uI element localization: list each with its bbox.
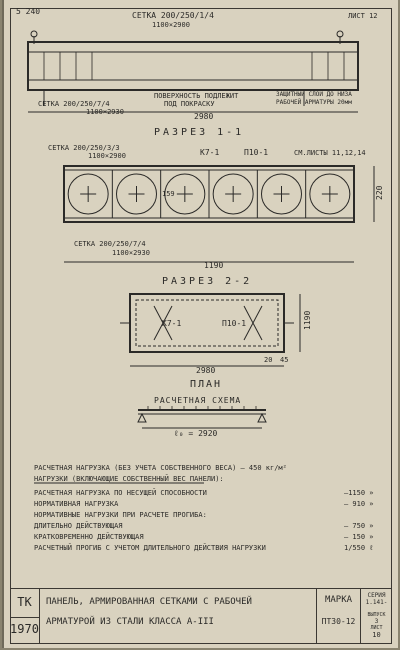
section1-width: 1190 <box>204 261 223 270</box>
section2-drawing <box>120 293 301 367</box>
marka-cell: МАРКА ПТ30-12 <box>316 589 360 643</box>
calc-scheme <box>137 406 267 429</box>
void-circle <box>67 173 109 215</box>
issue-label: ВЫПУСК <box>367 612 386 618</box>
section2-title: РАЗРЕЗ 2-2 <box>162 276 252 287</box>
load-row-label: НОРМАТИВНАЯ НАГРУЗКА <box>34 500 119 508</box>
sheet-value: 10 <box>372 631 381 639</box>
void-circle <box>261 173 302 215</box>
elevation-left-sub: 1100×2930 <box>86 108 124 116</box>
title-block: ТК 1970 ПАНЕЛЬ, АРМИРОВАННАЯ СЕТКАМИ С Р… <box>10 588 392 644</box>
title-line1: ПАНЕЛЬ, АРМИРОВАННАЯ СЕТКАМИ С РАБОЧЕЙ <box>46 597 252 607</box>
header-top-center: СЕТКА 200/250/1/4 <box>132 11 214 20</box>
section1-title: РАЗРЕЗ 1-1 <box>154 127 244 138</box>
elevation-view <box>27 30 359 113</box>
tk-year: 1970 <box>10 617 39 636</box>
elevation-left-label: СЕТКА 200/250/7/4 <box>38 100 110 108</box>
section2-height: 1190 <box>303 311 312 330</box>
load-row-label: КРАТКОВРЕМЕННО ДЕЙСТВУЮЩАЯ <box>34 532 144 541</box>
section2-dim-small: 20 <box>264 356 272 364</box>
title-line2: АРМАТУРОЙ ИЗ СТАЛИ КЛАССА А-III <box>46 617 214 627</box>
section1-mesh-top: СЕТКА 200/250/3/3 <box>48 144 120 152</box>
section2-p: П10-1 <box>222 319 246 328</box>
elevation-right-label: ЗАЩИТНЫЙ СЛОЙ ДО НИЗА <box>276 91 352 98</box>
section1-k: К7-1 <box>200 148 219 157</box>
technical-drawing: 5 240 СЕТКА 200/250/1/4 1100×2900 ЛИСТ 1… <box>16 7 384 552</box>
section1-mesh-bottom: СЕТКА 200/250/7/4 <box>74 240 146 248</box>
section2-width: 2980 <box>196 366 215 375</box>
load-row-label: РАСЧЕТНЫЙ ПРОГИБ С УЧЕТОМ ДЛИТЕЛЬНОГО ДЕ… <box>34 543 266 552</box>
marka-label: МАРКА <box>324 595 353 605</box>
plan-span: ℓ₀ = 2920 <box>174 429 218 438</box>
void-circle <box>212 173 254 215</box>
void-circle <box>164 173 206 215</box>
tk-cell: ТК 1970 <box>10 589 40 643</box>
elevation-length: 2980 <box>194 112 213 121</box>
void-circle <box>309 173 351 215</box>
load-row-value: –1150 » <box>344 489 374 497</box>
section2-dim-small2: 45 <box>280 356 288 364</box>
loads-line1: РАСЧЕТНАЯ НАГРУЗКА (БЕЗ УЧЕТА СОБСТВЕННО… <box>34 464 287 472</box>
elevation-middle-sub: ПОД ПОКРАСКУ <box>164 100 215 108</box>
section1-mesh-bottom-sub: 1100×2930 <box>112 249 150 257</box>
header-top-right: ЛИСТ 12 <box>348 12 378 20</box>
sheet-label: ЛИСТ <box>370 625 383 631</box>
section1-drawing <box>63 165 375 223</box>
section1-height: 220 <box>375 185 384 200</box>
series-label: СЕРИЯ <box>367 592 386 599</box>
loads-line2: НАГРУЗКИ (ВКЛЮЧАЮЩИЕ СОБСТВЕННЫЙ ВЕС ПАН… <box>34 474 224 483</box>
plan-title: ПЛАН <box>190 379 222 390</box>
load-row-label: РАСЧЕТНАЯ НАГРУЗКА ПО НЕСУЩЕЙ СПОСОБНОСТ… <box>34 488 207 497</box>
load-row-value: 1/550 ℓ <box>344 544 374 552</box>
load-row-value: – 910 » <box>344 500 374 508</box>
issue-value: 3 <box>374 618 379 625</box>
title-cell: ПАНЕЛЬ, АРМИРОВАННАЯ СЕТКАМИ С РАБОЧЕЙ А… <box>40 589 316 643</box>
marka-value: ПТ30-12 <box>321 617 356 626</box>
calc-title: РАСЧЕТНАЯ СХЕМА <box>154 396 241 405</box>
section1-see: СМ.ЛИСТЫ 11,12,14 <box>294 149 366 157</box>
load-row-label: НОРМАТИВНЫЕ НАГРУЗКИ ПРИ РАСЧЕТЕ ПРОГИБА… <box>34 511 207 519</box>
load-row-label: ДЛИТЕЛЬНО ДЕЙСТВУЮЩАЯ <box>34 521 123 530</box>
series-value: 1.141- <box>365 599 388 606</box>
tk-label: ТК <box>17 595 32 609</box>
elevation-right-sub: РАБОЧЕЙ АРМАТУРЫ 20мм <box>276 99 352 106</box>
drawing-frame <box>10 8 392 644</box>
void-circle <box>116 173 157 215</box>
series-cell: СЕРИЯ 1.141- ВЫПУСК 3 ЛИСТ 10 <box>360 589 392 643</box>
section1-mesh-top-sub: 1100×2900 <box>88 152 126 160</box>
elevation-middle-label: ПОВЕРХНОСТЬ ПОДЛЕЖИТ <box>154 92 239 100</box>
header-top-left: 5 240 <box>16 7 40 16</box>
section1-p: П10-1 <box>244 148 268 157</box>
load-row-value: – 750 » <box>344 522 374 530</box>
section1-dim: 159 <box>162 190 175 198</box>
load-row-value: – 150 » <box>344 533 374 541</box>
header-top-center-sub: 1100×2900 <box>152 21 190 29</box>
section2-k: К7-1 <box>162 319 181 328</box>
